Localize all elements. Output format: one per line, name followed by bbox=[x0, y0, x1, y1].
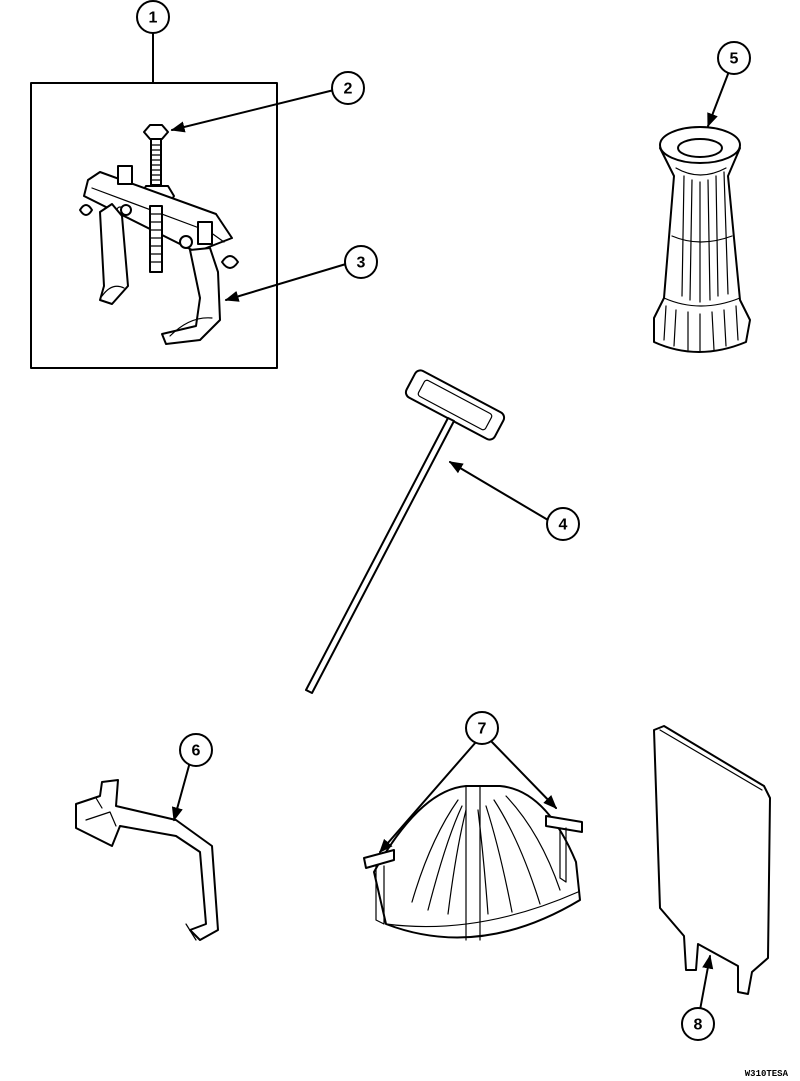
callout-8: 8 bbox=[681, 1007, 715, 1041]
bent-bracket bbox=[75, 779, 219, 941]
svg-text:4: 4 bbox=[559, 517, 568, 534]
puller-body bbox=[79, 165, 239, 345]
callout-3: 3 bbox=[344, 245, 378, 279]
filter-cap bbox=[653, 126, 751, 353]
callout-3-leader bbox=[224, 263, 347, 302]
puller-kit-group bbox=[30, 32, 278, 369]
callout-1: 1 bbox=[136, 0, 170, 34]
svg-text:3: 3 bbox=[357, 255, 366, 272]
callout-2-leader bbox=[170, 89, 335, 133]
drawing-code: W310TESA bbox=[745, 1069, 789, 1079]
callout-7: 7 bbox=[465, 711, 499, 745]
svg-text:5: 5 bbox=[730, 51, 739, 68]
callout-4-leader bbox=[448, 461, 549, 521]
agitator-base bbox=[363, 785, 583, 941]
callout-5: 5 bbox=[717, 41, 751, 75]
svg-text:8: 8 bbox=[694, 1017, 703, 1034]
callout-4: 4 bbox=[546, 507, 580, 541]
flat-plate bbox=[653, 725, 771, 995]
callout-2: 2 bbox=[331, 71, 365, 105]
callout-8-leader bbox=[699, 954, 714, 1011]
svg-text:6: 6 bbox=[192, 743, 201, 760]
svg-text:7: 7 bbox=[478, 721, 487, 738]
callout-7-leader-right bbox=[489, 739, 557, 810]
callout-6: 6 bbox=[179, 733, 213, 767]
svg-text:1: 1 bbox=[149, 10, 158, 27]
callout-5-leader bbox=[707, 73, 729, 128]
t-handle-wrench bbox=[305, 369, 506, 694]
callout-7-leader-left bbox=[379, 741, 477, 854]
svg-text:2: 2 bbox=[344, 81, 353, 98]
callout-6-leader bbox=[171, 761, 191, 822]
